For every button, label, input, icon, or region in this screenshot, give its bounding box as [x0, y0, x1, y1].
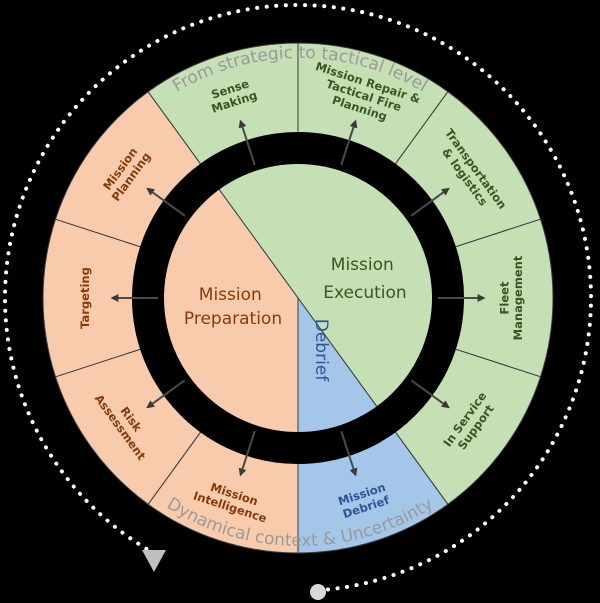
arrows — [110, 119, 486, 477]
phase-label-debrief: Debrief — [311, 319, 331, 383]
arrow-mission-planning — [146, 187, 186, 217]
arrow-in-service-support — [410, 379, 450, 409]
segment-label-targeting: Targeting — [78, 267, 92, 329]
arrow-sense-making — [238, 119, 256, 166]
cycle-start-knob — [310, 584, 326, 600]
phase-label-execution: Mission Execution — [323, 255, 406, 303]
phase-label-preparation: Mission Preparation — [184, 285, 282, 329]
segment-label-line: Management — [511, 255, 525, 340]
context-dotted-circle — [3, 3, 593, 593]
arrow-mission-repair-tactical-fire-planning — [340, 119, 358, 166]
arrow-mission-debrief — [340, 430, 358, 477]
arrow-mission-intelligence — [238, 430, 256, 477]
segment-label-fleet-management: FleetManagement — [497, 255, 525, 340]
segment-label-line: Fleet — [497, 281, 511, 314]
arrow-risk-assessment — [146, 379, 186, 409]
cycle-direction-arrowhead-icon — [142, 550, 166, 572]
segment-label-line: Targeting — [78, 267, 92, 329]
arrow-transportation-logistics — [410, 187, 450, 217]
